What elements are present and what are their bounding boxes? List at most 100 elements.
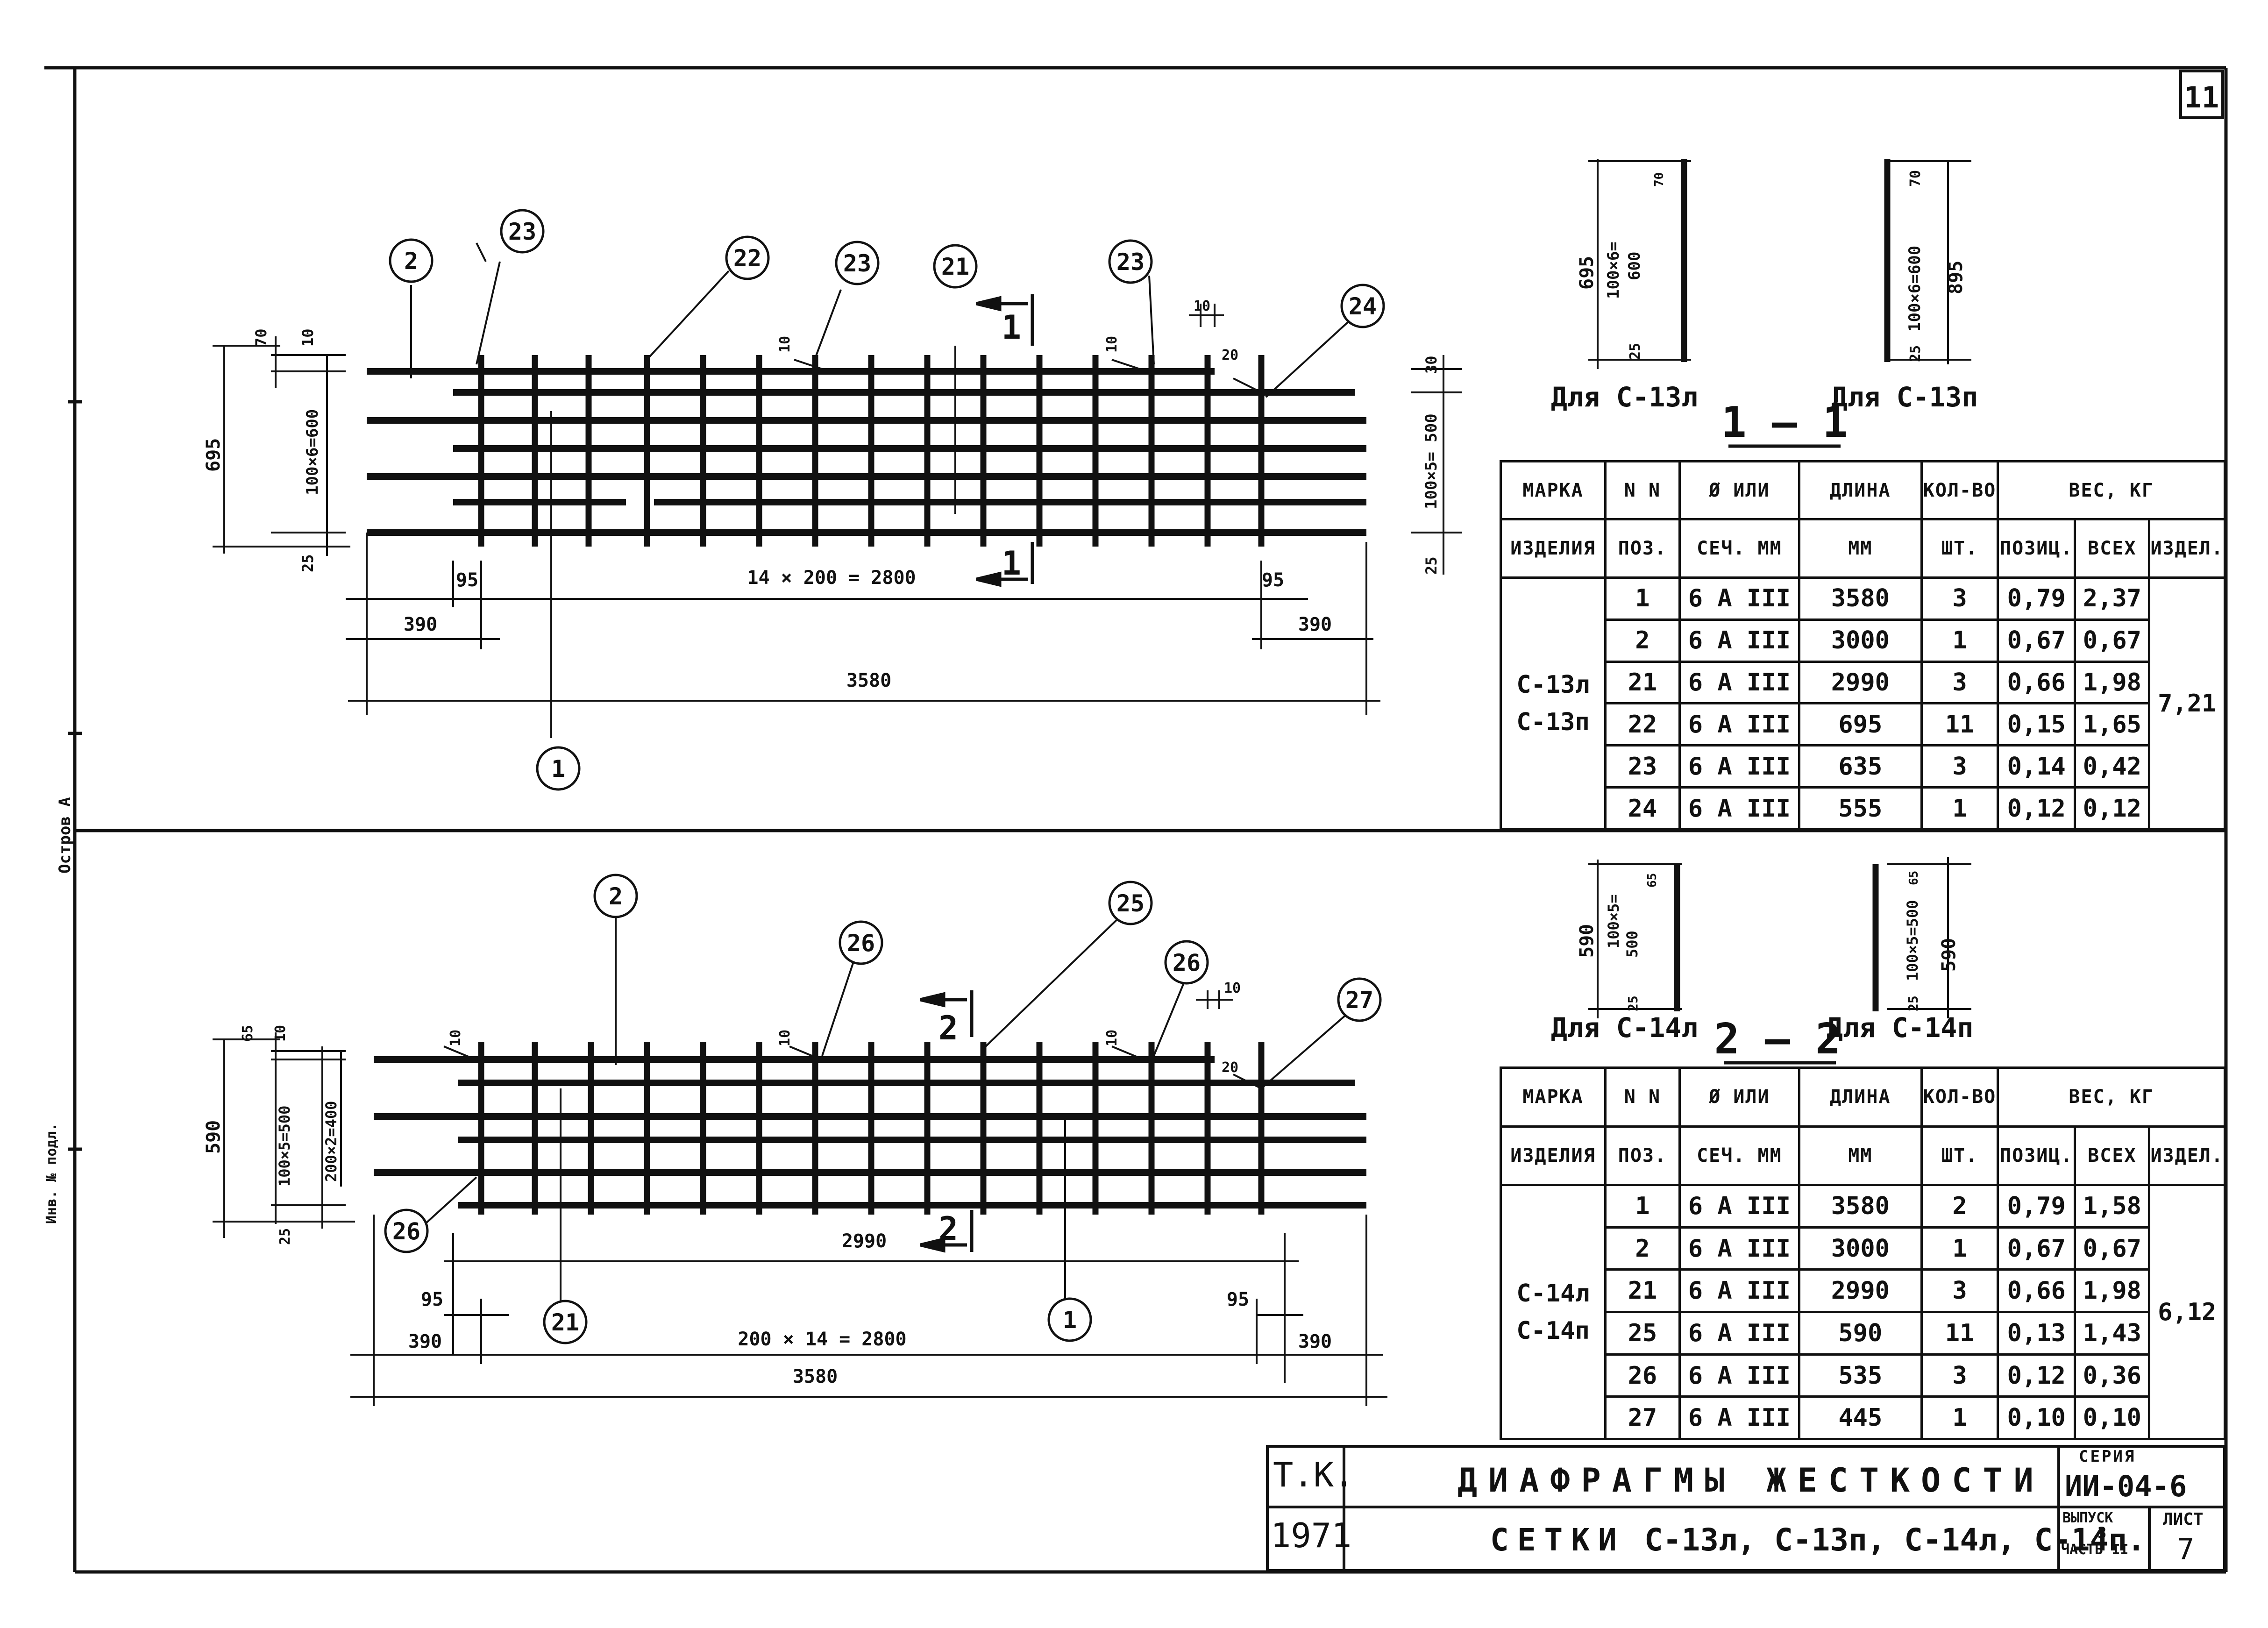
top-callout: 1 [551, 755, 565, 782]
bot-callout: 27 [1345, 987, 1373, 1014]
side-note-top: Остров А [56, 797, 74, 874]
bot-dim-total: 3580 [793, 1366, 838, 1387]
cell-wpos: 0,66 [1997, 1268, 2076, 1314]
top-callout: 24 [1349, 293, 1377, 320]
sec2-right-caption: Для С-14п [1827, 1012, 1973, 1044]
bot-dim-span: 200 × 14 = 2800 [738, 1329, 906, 1350]
th-pos: N N [1604, 460, 1681, 521]
top-dim-r30: 30 [1422, 355, 1440, 374]
cell-qty: 1 [1920, 786, 1999, 831]
item-weight: 7,21 [2148, 576, 2226, 831]
top-dim-10c: 10 [1194, 298, 1210, 314]
cell-pos: 21 [1604, 660, 1681, 705]
top-dim-total: 3580 [846, 670, 891, 691]
th-dia: Ø ИЛИ [1678, 1066, 1800, 1128]
th-wpos: ПОЗИЦ. [1997, 1125, 2076, 1187]
top-dim-r-grid: 100×5= 500 [1422, 413, 1441, 509]
cell-len: 590 [1798, 1311, 1923, 1356]
sec2-right-dim: 590 [1938, 938, 1960, 972]
bot-section-mark-bottom: 2 [938, 1210, 958, 1248]
top-dim-h-bot: 25 [299, 554, 317, 572]
top-dim-h-top2: 10 [299, 328, 317, 347]
sec1-title: 1 – 1 [1721, 398, 1848, 447]
cell-qty: 11 [1920, 1311, 1999, 1356]
cell-dia: 6 А III [1678, 660, 1800, 705]
bot-callout: 25 [1116, 890, 1145, 917]
cell-len: 445 [1798, 1395, 1923, 1440]
cell-wall: 1,43 [2074, 1311, 2151, 1356]
th-weight: ВЕС, КГ [1997, 460, 2226, 521]
cell-pos: 25 [1604, 1311, 1681, 1356]
bot-callout: 21 [551, 1309, 579, 1336]
bot-dim-h-alt: 200×2=400 [322, 1101, 340, 1182]
bot-dim-h-grid: 100×5=500 [276, 1106, 293, 1187]
cell-wpos: 0,66 [1997, 660, 2076, 705]
spec-table-1: МАРКА N N Ø ИЛИ ДЛИНА КОЛ-ВО ВЕС, КГ ИЗД… [1499, 460, 2226, 831]
item-weight: 6,12 [2148, 1184, 2226, 1440]
cell-wpos: 0,67 [1997, 618, 2076, 663]
cell-dia: 6 А III [1678, 744, 1800, 789]
sec2-right-dim: 100×5=500 [1904, 900, 1921, 981]
cell-len: 2990 [1798, 1268, 1923, 1314]
cell-qty: 2 [1920, 1184, 1999, 1229]
top-callout: 23 [843, 250, 871, 277]
cell-wall: 0,67 [2074, 618, 2151, 663]
cell-wpos: 0,79 [1997, 576, 2076, 621]
cell-wall: 1,98 [2074, 1268, 2151, 1314]
cell-wall: 1,98 [2074, 660, 2151, 705]
cell-wall: 0,12 [2074, 786, 2151, 831]
cell-qty: 1 [1920, 1395, 1999, 1440]
tb-title: ДИАФРАГМЫ ЖЕСТКОСТИ [1457, 1461, 2045, 1500]
cell-dia: 6 А III [1678, 1353, 1800, 1398]
th-len2: ММ [1798, 1125, 1923, 1187]
cell-len: 555 [1798, 786, 1923, 831]
sec1-right-dim: 100×6=600 [1905, 246, 1924, 332]
mark-label: С-14л [1516, 1279, 1590, 1308]
cell-wpos: 0,12 [1997, 786, 2076, 831]
th-pos: N N [1604, 1066, 1681, 1128]
th-len2: ММ [1798, 518, 1923, 579]
bot-dim-left390: 390 [408, 1331, 442, 1352]
top-dim-right95: 95 [1262, 569, 1284, 591]
tb-year: 1971 [1271, 1516, 1352, 1555]
mesh-bottom: 2 26 25 26 27 26 21 1 2 2 [203, 857, 1973, 1406]
th-pos2: ПОЗ. [1604, 1125, 1681, 1187]
bot-dim-10b: 10 [777, 1030, 793, 1046]
cell-len: 695 [1798, 702, 1923, 747]
sec1-right-dim: 70 [1907, 170, 1924, 187]
bot-dim-left95: 95 [421, 1289, 443, 1310]
sec2-right-dim: 25 [1905, 995, 1921, 1011]
cell-pos: 23 [1604, 744, 1681, 789]
cell-dia: 6 А III [1678, 1226, 1800, 1271]
cell-len: 3580 [1798, 576, 1923, 621]
sec1-left-dim: 25 [1627, 343, 1643, 360]
bot-dim-right390: 390 [1298, 1331, 1332, 1352]
th-wall: ВСЕХ [2074, 518, 2151, 579]
th-witem: ИЗДЕЛ. [2148, 518, 2226, 579]
cell-wpos: 0,67 [1997, 1226, 2076, 1271]
th-qty: КОЛ-ВО [1920, 1066, 1999, 1128]
th-dia2: СЕЧ. ММ [1678, 1125, 1800, 1187]
cell-qty: 3 [1920, 1268, 1999, 1314]
bot-dim-h-top2: 10 [272, 1025, 289, 1042]
bot-dim-h-bot: 25 [277, 1228, 293, 1245]
cell-qty: 11 [1920, 702, 1999, 747]
cell-qty: 1 [1920, 1226, 1999, 1271]
cell-wall: 0,36 [2074, 1353, 2151, 1398]
spec-table-2: МАРКА N N Ø ИЛИ ДЛИНА КОЛ-ВО ВЕС, КГ ИЗД… [1499, 1066, 2226, 1440]
top-section-mark-bottom: 1 [1002, 544, 1021, 583]
top-dim-right390: 390 [1298, 614, 1332, 635]
cell-dia: 6 А III [1678, 786, 1800, 831]
top-dim-h-grid: 100×6=600 [303, 409, 322, 495]
cell-qty: 3 [1920, 660, 1999, 705]
sec2-left-caption: Для С-14л [1551, 1012, 1698, 1044]
top-dim-left390: 390 [404, 614, 437, 635]
